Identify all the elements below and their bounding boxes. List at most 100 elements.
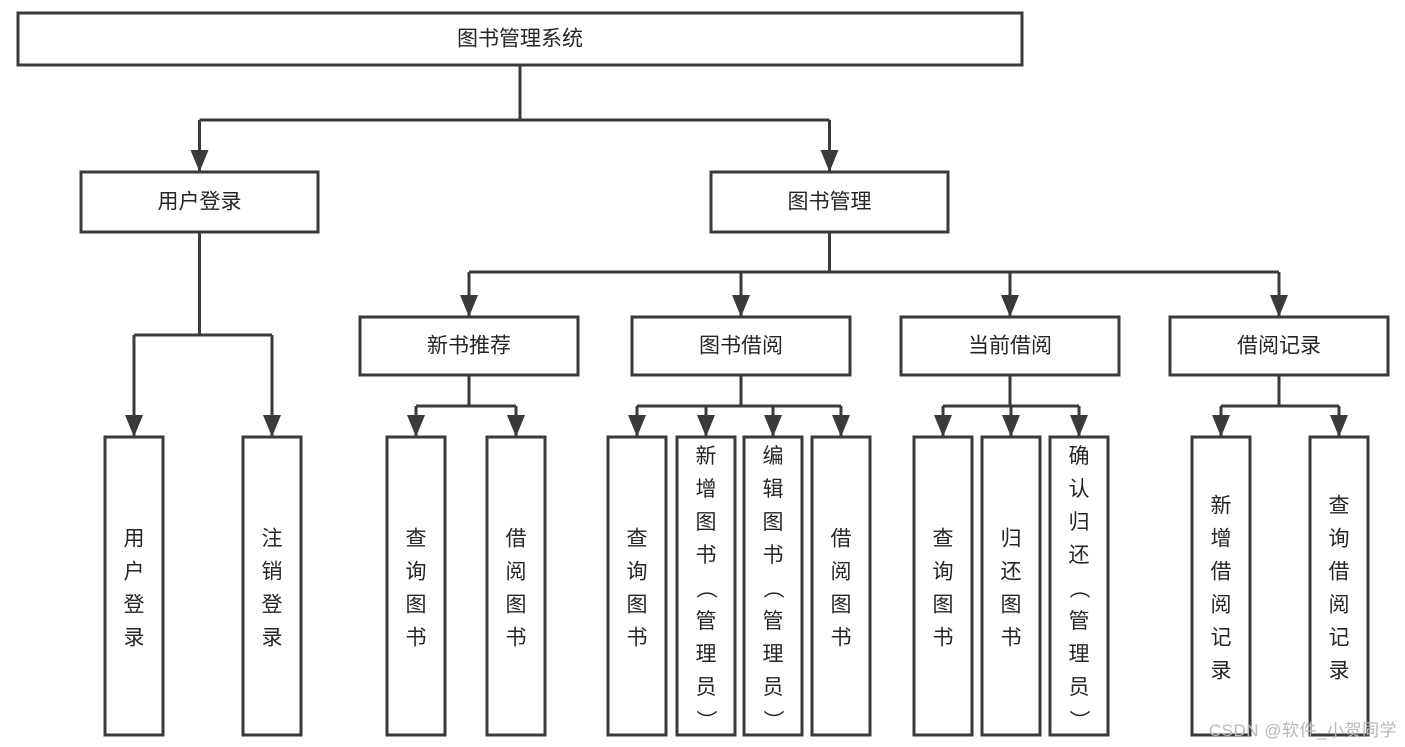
node-box xyxy=(16,11,1024,67)
node-box xyxy=(1048,435,1110,737)
node-label-char: 编 xyxy=(763,445,784,468)
node-label-char: 书 xyxy=(506,627,527,650)
node-label-char: 询 xyxy=(1329,528,1350,551)
arrow-head-icon xyxy=(1330,415,1348,437)
node-label: 当前借阅 xyxy=(968,335,1052,358)
arrow-head-icon xyxy=(832,415,850,437)
node-label-char: 新 xyxy=(1211,495,1232,518)
node-label: 用户登录 xyxy=(158,191,242,214)
arrow-head-icon xyxy=(1270,295,1288,317)
node-label-char: 书 xyxy=(763,544,784,567)
node-label-char: 阅 xyxy=(1211,594,1232,617)
node-e59bbee4b9a6e7aea1e79086[interactable]: 图书管理系统 xyxy=(16,11,1024,67)
node-label-char: 录 xyxy=(1211,660,1232,683)
node-label-char: 借 xyxy=(506,528,527,551)
node-box xyxy=(709,170,950,234)
node-box xyxy=(103,435,165,737)
node-label-char: 理 xyxy=(696,643,717,666)
node-label-char: （ xyxy=(694,578,717,599)
node-label-char: 录 xyxy=(1329,660,1350,683)
node-label-char: 管 xyxy=(696,610,717,633)
node-label-char: 还 xyxy=(1069,544,1090,567)
node-label-char: 归 xyxy=(1069,511,1090,534)
node-label-char: 书 xyxy=(406,627,427,650)
node-e5809fe99885e8aeb0e5bd95[interactable]: 借阅记录 xyxy=(1168,315,1390,377)
node-e794a8e688b7e799bbe5bd95[interactable]: 用户登录 xyxy=(79,170,320,234)
node-box xyxy=(79,170,320,234)
node-label-char: 增 xyxy=(1211,528,1232,551)
arrow-head-icon xyxy=(407,415,425,437)
arrow-head-icon xyxy=(628,415,646,437)
node-label-char: 图 xyxy=(933,594,954,617)
node-e5bd93e5898de5809fe99885[interactable]: 当前借阅 xyxy=(899,315,1121,377)
node-label-char: 询 xyxy=(627,561,648,584)
node-label-char: 员 xyxy=(1069,676,1090,699)
node-box xyxy=(899,315,1121,377)
node-label-char: 户 xyxy=(124,561,145,584)
arrow-head-icon xyxy=(190,150,209,172)
arrow-head-icon xyxy=(697,415,715,437)
node-box xyxy=(675,435,737,737)
node-label-char: 借 xyxy=(1211,561,1232,584)
node-label: 借阅记录 xyxy=(1237,335,1321,358)
node-box xyxy=(1308,435,1370,737)
node-label-char: 录 xyxy=(262,627,283,650)
node-box xyxy=(810,435,872,737)
node-box xyxy=(606,435,668,737)
node-label-char: 借 xyxy=(1329,561,1350,584)
node-box xyxy=(358,315,580,377)
node-label-char: 员 xyxy=(763,676,784,699)
node-box xyxy=(630,315,852,377)
node-label-char: 图 xyxy=(627,594,648,617)
arrow-head-icon xyxy=(1212,415,1230,437)
node-label-char: 图 xyxy=(506,594,527,617)
node-label-char: 询 xyxy=(406,561,427,584)
node-label-char: 书 xyxy=(1001,627,1022,650)
node-label-char: 记 xyxy=(1329,627,1350,650)
node-label-char: 管 xyxy=(1069,610,1090,633)
node-label: 图书借阅 xyxy=(699,335,783,358)
node-label-char: 图 xyxy=(696,511,717,534)
arrow-head-icon xyxy=(934,415,952,437)
node-e794a8e688b7e799bbe5bd95[interactable]: 用户登录 xyxy=(103,435,165,737)
arrow-head-icon xyxy=(1070,415,1088,437)
node-label-char: 图 xyxy=(406,594,427,617)
node-label-char: 认 xyxy=(1069,478,1090,501)
node-label-char: 查 xyxy=(406,528,427,551)
arrow-head-icon xyxy=(125,415,143,437)
node-label-char: 归 xyxy=(1001,528,1022,551)
node-e696b0e4b9a6e68ea8e88d90[interactable]: 新书推荐 xyxy=(358,315,580,377)
node-label-char: 查 xyxy=(1329,495,1350,518)
node-label-char: 员 xyxy=(696,676,717,699)
node-e59bbee4b9a6e5809fe99885[interactable]: 图书借阅 xyxy=(630,315,852,377)
node-label: 图书管理系统 xyxy=(457,28,583,51)
node-label-char: 查 xyxy=(627,528,648,551)
node-label-char: 借 xyxy=(831,528,852,551)
arrow-head-icon xyxy=(1001,295,1019,317)
node-label-char: 理 xyxy=(1069,643,1090,666)
node-box xyxy=(385,435,447,737)
node-label-char: 查 xyxy=(933,528,954,551)
node-label-char: 图 xyxy=(831,594,852,617)
node-label-char: 图 xyxy=(763,511,784,534)
node-label-char: 图 xyxy=(1001,594,1022,617)
node-label-char: （ xyxy=(761,578,784,599)
node-label-char: 录 xyxy=(124,627,145,650)
arrow-head-icon xyxy=(507,415,525,437)
node-box xyxy=(1168,315,1390,377)
node-label-char: 记 xyxy=(1211,627,1232,650)
node-e59bbee4b9a6e7aea1e79086[interactable]: 图书管理 xyxy=(709,170,950,234)
